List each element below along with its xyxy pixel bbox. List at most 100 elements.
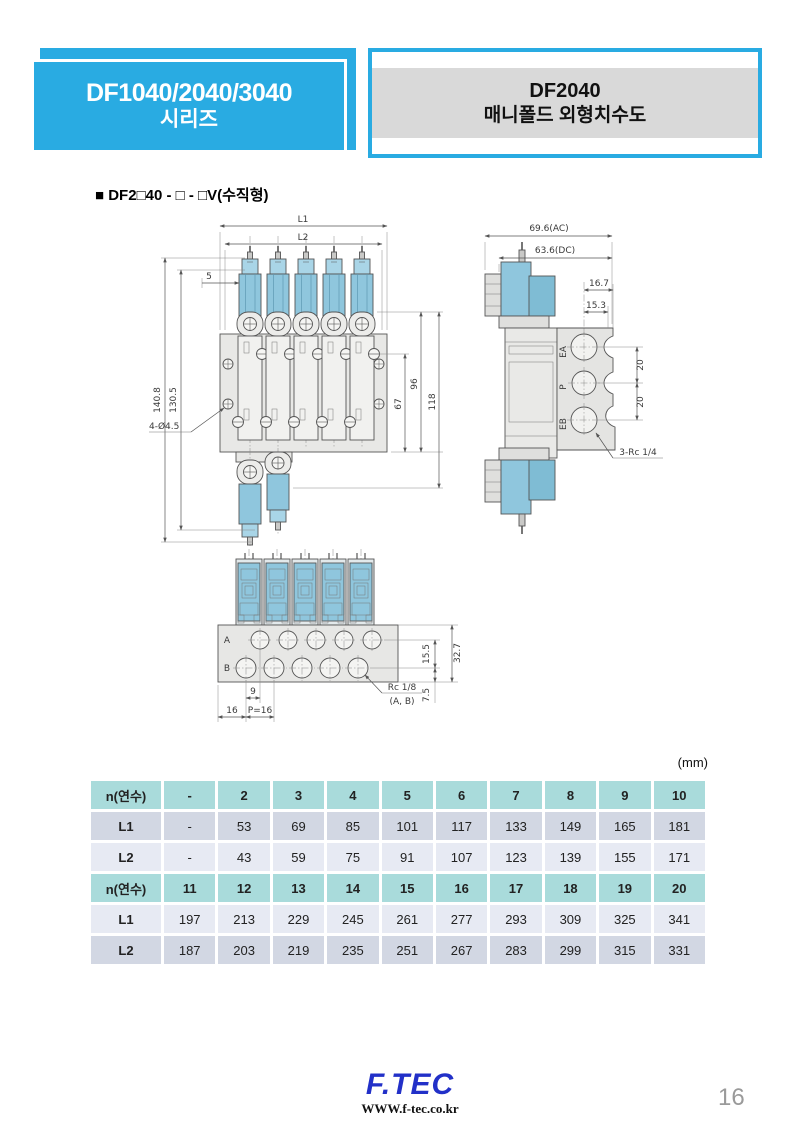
table-cell: 8: [544, 781, 597, 809]
dim-20b: 20: [636, 396, 646, 408]
table-cell: 85: [327, 812, 379, 840]
series-title-box: DF1040/2040/3040 시리즈: [31, 59, 347, 153]
table-cell: 17: [490, 874, 542, 902]
row-label: L2: [91, 843, 161, 871]
company-logo-text: F.TEC: [365, 1068, 455, 1101]
port-row-b: [233, 655, 371, 681]
table-cell: 123: [490, 843, 542, 871]
table-cell: 133: [490, 812, 542, 840]
table-cell: 14: [327, 874, 379, 902]
dim-holes: 4-Ø4.5: [149, 421, 179, 432]
table-cell: 331: [653, 936, 705, 964]
table-cell: -: [164, 781, 216, 809]
dim-16: 16: [226, 706, 238, 716]
model-title: DF2040: [529, 79, 601, 102]
table-cell: 277: [435, 905, 488, 933]
table-cell: 155: [599, 843, 651, 871]
row-label: L1: [91, 905, 161, 933]
table-cell: 7: [490, 781, 542, 809]
table-cell: 149: [544, 812, 597, 840]
table-cell: 309: [544, 905, 597, 933]
table-cell: 69: [272, 812, 325, 840]
dim-dc: 63.6(DC): [535, 246, 575, 256]
port-thread-note-line1: Rc 1/8: [388, 683, 417, 693]
table-cell: 267: [435, 936, 488, 964]
table-cell: -: [164, 843, 216, 871]
dim-7-5: 7.5: [422, 688, 432, 702]
table-cell: 251: [381, 936, 433, 964]
table-cell: 203: [218, 936, 270, 964]
section-heading: ■ DF2□40 - □ - □V(수직형): [95, 187, 269, 204]
table-cell: 4: [327, 781, 379, 809]
mounting-holes: [222, 358, 385, 410]
table-cell: 187: [164, 936, 216, 964]
table-cell: 12: [218, 874, 270, 902]
table-cell: 139: [544, 843, 597, 871]
dim-96: 96: [410, 378, 420, 390]
table-cell: 107: [435, 843, 488, 871]
table-cell: 9: [599, 781, 651, 809]
footer-url: WWW.f-tec.co.kr: [361, 1101, 459, 1116]
table-cell: 101: [381, 812, 433, 840]
table-cell: 325: [599, 905, 651, 933]
table-cell: 219: [272, 936, 325, 964]
table-cell: 293: [490, 905, 542, 933]
bottom-valve-2: [264, 448, 292, 534]
table-cell: 43: [218, 843, 270, 871]
table-cell: 5: [381, 781, 433, 809]
dim-l1: L1: [298, 215, 309, 225]
port-thread-note-line2: (A, B): [389, 697, 414, 707]
row-label: L1: [91, 812, 161, 840]
dim-5: 5: [206, 272, 212, 282]
port-thread-note: 3-Rc 1/4: [619, 448, 657, 458]
table-cell: 229: [272, 905, 325, 933]
dim-130-5: 130.5: [169, 387, 179, 413]
table-cell: 11: [164, 874, 216, 902]
row-label: L2: [91, 936, 161, 964]
bottom-valve-1: [236, 448, 264, 546]
dim-20a: 20: [636, 359, 646, 371]
model-subtitle: 매니폴드 외형치수도: [483, 104, 647, 126]
dim-32-7: 32.7: [453, 643, 463, 663]
dim-p16: P=16: [248, 706, 273, 716]
table-cell: 117: [435, 812, 488, 840]
table-cell: 197: [164, 905, 216, 933]
series-title: DF1040/2040/3040: [85, 78, 293, 107]
table-cell: 75: [327, 843, 379, 871]
dim-l2: L2: [298, 233, 309, 243]
dim-9: 9: [250, 687, 256, 697]
dim-118: 118: [428, 393, 438, 410]
table-cell: 235: [327, 936, 379, 964]
model-title-box: DF2040 매니폴드 외형치수도: [368, 48, 762, 158]
dim-15-3: 15.3: [586, 301, 606, 311]
table-cell: 245: [327, 905, 379, 933]
table-cell: 315: [599, 936, 651, 964]
table-cell: 20: [653, 874, 705, 902]
table-cell: 53: [218, 812, 270, 840]
front-view-drawing: L1 L2 140.8 130.5 5 67 96 118 4-Ø4.5: [149, 215, 443, 546]
table-cell: 213: [218, 905, 270, 933]
table-cell: 3: [272, 781, 325, 809]
row-label: n(연수): [91, 781, 161, 809]
table-cell: 299: [544, 936, 597, 964]
unit-label: (mm): [677, 755, 708, 770]
dim-ac: 69.6(AC): [529, 224, 568, 234]
table-cell: 261: [381, 905, 433, 933]
table-cell: 18: [544, 874, 597, 902]
row-label-a: A: [224, 636, 231, 646]
table-cell: 283: [490, 936, 542, 964]
dim-140-8: 140.8: [153, 387, 163, 413]
table-cell: 13: [272, 874, 325, 902]
table-cell: 2: [218, 781, 270, 809]
page-number: 16: [718, 1084, 745, 1111]
table-cell: 341: [653, 905, 705, 933]
dim-16-7: 16.7: [589, 279, 609, 289]
port-label-eb: EB: [559, 418, 569, 430]
port-label-p: P: [559, 384, 569, 390]
side-view-drawing: EA P EB 69.6(AC) 63.6(DC) 16.7 15.3 20 2…: [484, 224, 663, 534]
